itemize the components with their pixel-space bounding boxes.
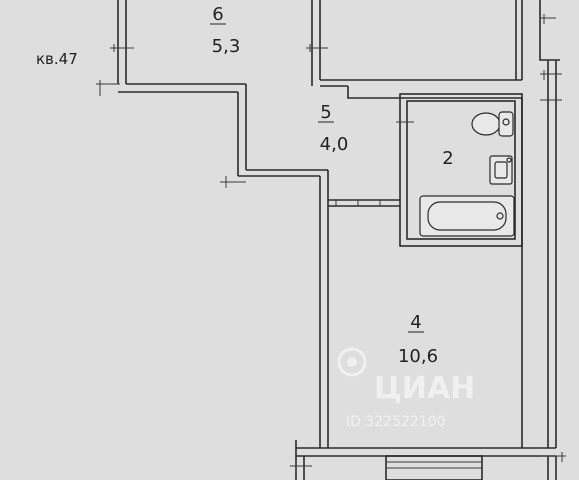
toilet-icon: [471, 111, 514, 137]
wall-bathroom-inner: [406, 100, 516, 240]
wall-room6-left: [117, 0, 127, 84]
wall-room6-right: [311, 0, 321, 86]
watermark-brand: ЦИАН: [374, 371, 475, 406]
labels: кв.47 6 5,3 5 4,0 2 4 10,6: [36, 4, 454, 367]
wall-bottom-right: [547, 456, 557, 480]
wall-top-right-room-right: [515, 0, 523, 80]
wall-bottom-left: [295, 440, 305, 480]
wall-corridor-left: [237, 84, 247, 176]
wall-room4-left: [319, 170, 329, 448]
tick-exterior-bottom: [540, 452, 566, 462]
door-frame: [335, 200, 381, 206]
room-6-area: 5,3: [212, 36, 241, 57]
window-glass: [386, 461, 482, 469]
tick-exterior-mid: [540, 70, 562, 80]
tick-room6-left: [110, 44, 134, 52]
cian-logo-icon: [337, 347, 367, 377]
tick-bottom-left: [290, 462, 312, 472]
room-4-area: 10,6: [398, 346, 438, 367]
room-5-number: 5: [320, 102, 331, 123]
wall-corridor-bottom: [238, 169, 328, 177]
bathtub-icon: [419, 195, 515, 237]
tick-corridor-left: [220, 176, 246, 188]
tick-exterior-top: [540, 14, 556, 24]
wall-exterior-right: [521, 60, 557, 448]
wall-exterior-top-right: [539, 0, 560, 61]
wall-top-right-room-bottom: [320, 79, 522, 87]
wall-room6-bottom: [118, 83, 246, 93]
watermark: ЦИАН ID 322522100: [337, 347, 475, 430]
walls: [96, 0, 566, 480]
room-2-number: 2: [442, 148, 453, 169]
wall-corridor-door: [328, 199, 400, 207]
apartment-label: кв.47: [36, 50, 78, 68]
room-4-number: 4: [410, 312, 421, 333]
bathroom-fixtures: [419, 111, 515, 237]
wall-bottom: [296, 447, 556, 457]
tick-room6-right: [306, 44, 328, 52]
tick-apartment: [96, 80, 120, 96]
room-6-number: 6: [212, 4, 223, 25]
room-5-area: 4,0: [320, 134, 349, 155]
watermark-id: ID 322522100: [346, 414, 446, 430]
wall-corridor-top: [347, 86, 522, 99]
sink-icon: [489, 155, 513, 185]
